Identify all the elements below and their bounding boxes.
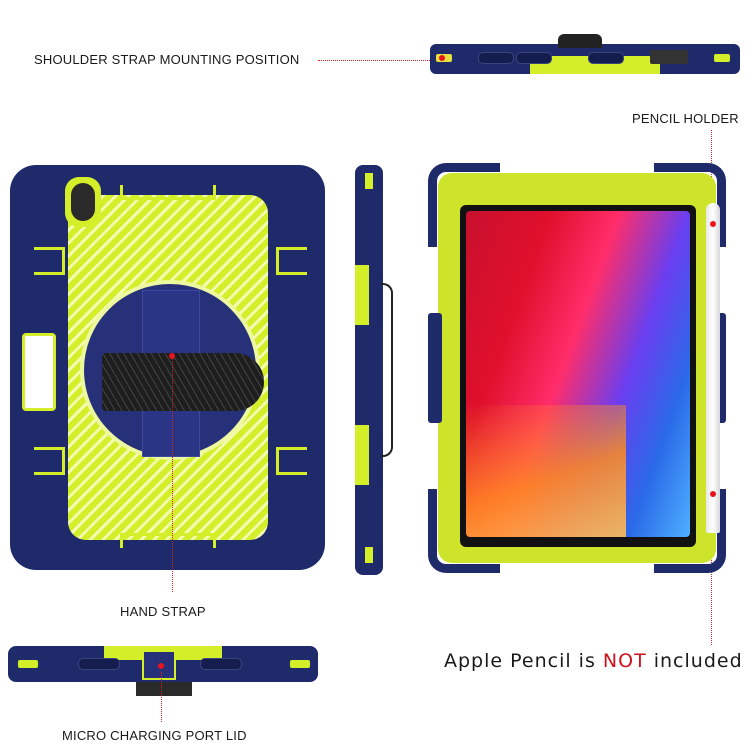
side-handle xyxy=(22,333,56,411)
shoulder-strap-mount xyxy=(714,54,730,62)
bottom-edge-view xyxy=(8,646,318,696)
speaker-vent xyxy=(200,658,242,670)
back-view xyxy=(10,165,325,570)
speaker-vent xyxy=(588,52,624,64)
pencil-not-included-notice: Apple Pencil is NOT included xyxy=(444,650,743,672)
charging-port-callout-line xyxy=(161,672,162,722)
wallpaper-accent xyxy=(466,405,626,537)
tablet-screen xyxy=(460,205,696,547)
hand-strap-label: HAND STRAP xyxy=(120,604,206,619)
corner-bumper xyxy=(654,489,726,573)
pencil-holder-marker-dot xyxy=(710,491,716,497)
left-lime-bracket xyxy=(34,447,65,475)
shoulder-strap-mount xyxy=(18,660,38,668)
top-lime-insert xyxy=(530,56,660,74)
top-edge-view xyxy=(430,34,740,74)
right-lime-bracket xyxy=(276,247,307,275)
side-lime-segment xyxy=(355,425,369,485)
side-bumper xyxy=(428,313,442,423)
hand-strap xyxy=(102,353,264,411)
speaker-vent xyxy=(78,658,120,670)
shoulder-strap-callout-line xyxy=(318,60,436,61)
notice-suffix: included xyxy=(646,650,743,672)
shoulder-strap-marker-dot xyxy=(439,55,445,61)
button-cover xyxy=(478,52,514,64)
camera-cutout xyxy=(65,177,101,227)
charging-port-marker-dot xyxy=(158,663,164,669)
pencil-holder-marker-dot xyxy=(710,221,716,227)
hand-strap-callout-line xyxy=(172,356,173,592)
side-tab xyxy=(365,547,373,563)
corner-bumper xyxy=(654,163,726,247)
side-view xyxy=(355,165,393,575)
camera-icon xyxy=(71,183,95,221)
power-button-slot xyxy=(650,50,688,64)
bottom-lime-bracket xyxy=(120,533,216,548)
apple-pencil xyxy=(706,203,720,533)
notice-prefix: Apple Pencil is xyxy=(444,650,603,672)
strap-base xyxy=(136,682,192,696)
left-lime-bracket xyxy=(34,247,65,275)
strap-knob xyxy=(558,34,602,48)
corner-bumper xyxy=(428,489,500,573)
strap-wire xyxy=(381,283,393,457)
side-lime-segment xyxy=(355,265,369,325)
button-cover xyxy=(516,52,552,64)
right-lime-bracket xyxy=(276,447,307,475)
corner-bumper xyxy=(428,163,500,247)
pencil-holder-label: PENCIL HOLDER xyxy=(632,111,739,126)
micro-charging-port-label: MICRO CHARGING PORT LID xyxy=(62,728,247,743)
side-tab xyxy=(365,173,373,189)
front-view xyxy=(428,163,726,573)
notice-emphasis: NOT xyxy=(602,650,647,672)
shoulder-strap-label: SHOULDER STRAP MOUNTING POSITION xyxy=(34,52,300,67)
shoulder-strap-mount xyxy=(290,660,310,668)
top-lime-bracket xyxy=(120,185,216,200)
